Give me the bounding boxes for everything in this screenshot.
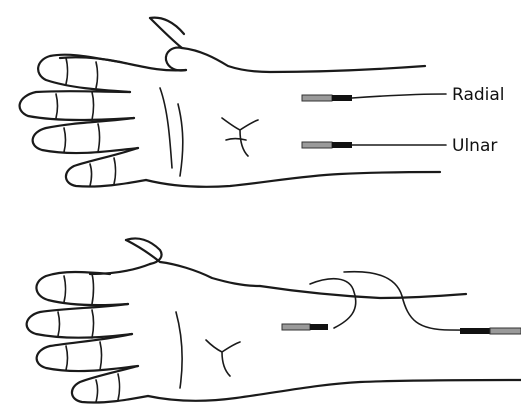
top-hand-little-crease-1 <box>90 164 92 186</box>
top-hand-ring-crease-2 <box>98 124 100 152</box>
top-hand-ring-crease-1 <box>64 128 66 152</box>
top-hand-little-crease-2 <box>114 158 116 184</box>
top-hand-middle-crease-2 <box>92 92 94 120</box>
bottom-crossing-cables <box>310 272 521 332</box>
top-hand-palm-line-1 <box>160 88 172 168</box>
top-hand-palm-line-2 <box>178 104 183 176</box>
top-hand <box>20 18 440 187</box>
bottom-hand-thumb-outline <box>126 240 260 286</box>
top-hand-bottom-outline <box>146 172 440 187</box>
radial-electrode-body <box>302 95 332 101</box>
bottom-hand-ring-crease-2 <box>100 342 102 370</box>
bottom-left-electrode <box>282 324 328 330</box>
bottom-hand-little-crease-2 <box>118 374 120 400</box>
top-hand-palm-mark-small <box>226 139 246 141</box>
bottom-hand-palm-line <box>176 312 182 388</box>
bottom-cable-1 <box>310 279 356 328</box>
bottom-right-electrode <box>460 328 521 334</box>
top-hand-thumb-outline <box>150 18 425 72</box>
ulnar-electrode-body <box>302 142 332 148</box>
top-ulnar-electrode <box>302 142 446 148</box>
top-hand-index-crease-1 <box>66 58 68 84</box>
bottom-right-electrode-body <box>490 328 521 334</box>
top-hand-index-finger <box>38 55 130 92</box>
bottom-hand-middle-finger <box>27 304 132 338</box>
bottom-hand-middle-crease-2 <box>92 310 94 338</box>
ulnar-label: Ulnar <box>452 136 497 156</box>
bottom-hand <box>27 238 521 402</box>
top-hand-thumb-tip <box>150 18 184 34</box>
bottom-hand-bottom-outline <box>148 380 521 401</box>
top-hand-ring-finger <box>33 118 138 153</box>
bottom-hand-middle-crease-1 <box>58 312 60 336</box>
top-hand-index-crease-2 <box>96 62 98 88</box>
bottom-hand-forearm-top <box>260 286 466 298</box>
bottom-hand-little-crease-1 <box>96 380 98 402</box>
top-radial-electrode <box>302 94 446 101</box>
bottom-right-electrode-tip <box>460 328 490 334</box>
bottom-hand-ring-crease-1 <box>66 346 68 370</box>
ulnar-electrode-tip <box>332 142 352 148</box>
bottom-hand-index-crease-1 <box>64 276 66 302</box>
top-hand-palm-y-mark <box>222 118 258 156</box>
top-hand-middle-crease-1 <box>56 94 58 118</box>
bottom-hand-index-crease-2 <box>92 274 94 304</box>
bottom-left-electrode-body <box>282 324 310 330</box>
bottom-hand-palm-y-mark <box>206 340 240 376</box>
bottom-cable-2 <box>344 272 521 332</box>
radial-electrode-tip <box>332 95 352 101</box>
bottom-hand-ring-finger <box>37 334 138 371</box>
radial-electrode-wire <box>352 94 446 98</box>
bottom-hand-index-finger <box>36 272 128 305</box>
top-hand-middle-finger <box>20 91 134 120</box>
bottom-left-electrode-tip <box>310 324 328 330</box>
top-hand-thumb-inner <box>166 48 186 71</box>
radial-label: Radial <box>452 85 505 105</box>
